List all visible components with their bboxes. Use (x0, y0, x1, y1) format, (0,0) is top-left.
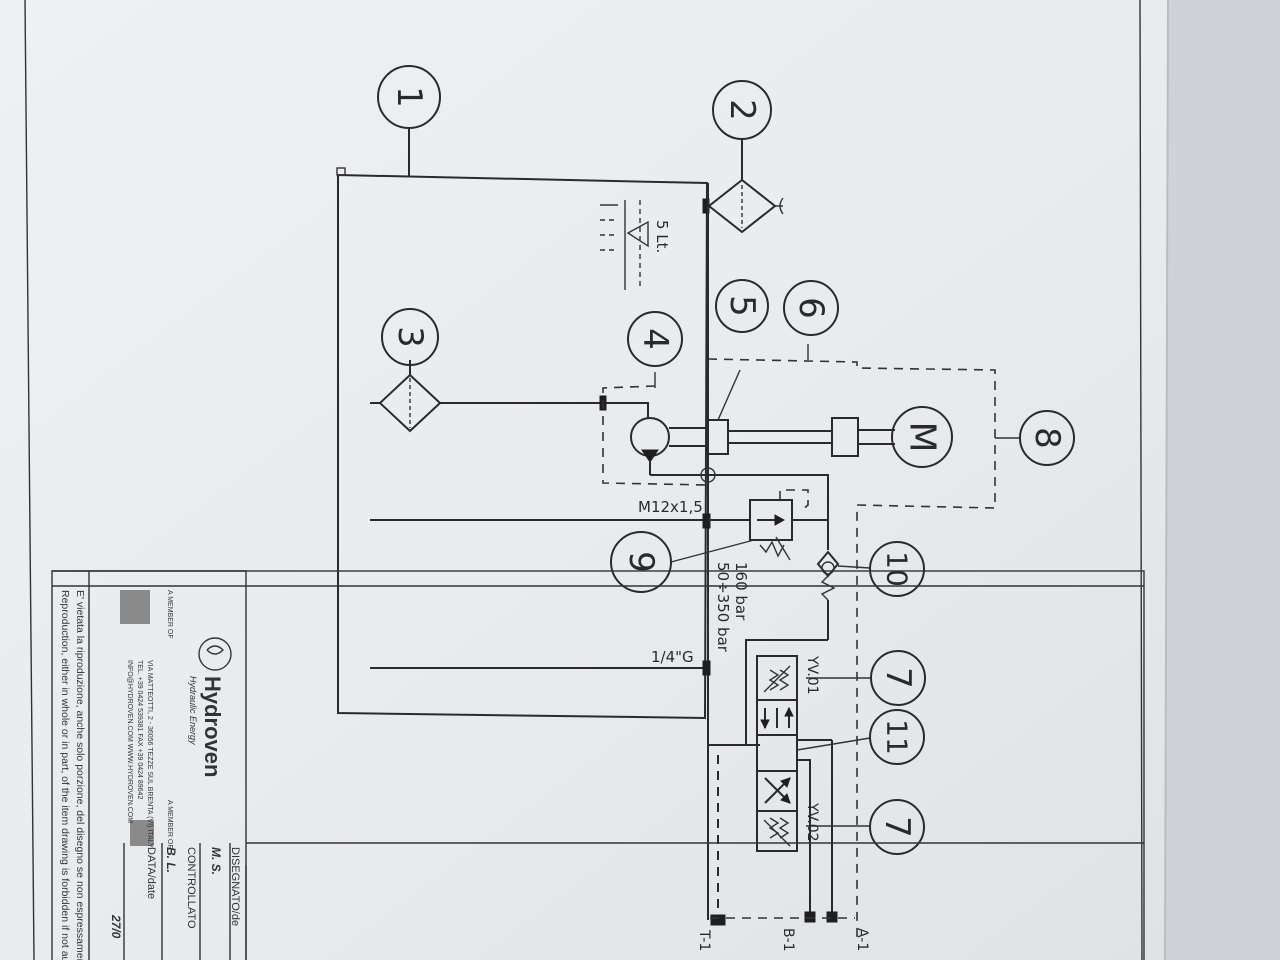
gauge-port-label: M12x1,5 (638, 498, 703, 516)
callout-9: 9 (610, 531, 672, 593)
callout-4-text: 4 (635, 328, 675, 350)
pressure-set-label: 160 bar (732, 562, 750, 621)
callout-7-top: 7 (870, 650, 926, 706)
checked-value: B. L. (164, 847, 178, 873)
callout-1: 1 (377, 65, 441, 129)
callout-6-text: 6 (791, 297, 831, 319)
callout-7-bottom: 7 (869, 799, 925, 855)
motor-symbol: M (902, 421, 943, 452)
callout-3: 3 (381, 308, 439, 366)
date-label: DATA/date (145, 847, 157, 899)
company-address: VIA MATTEOTTI, 2 - 36056 TEZZE SUL BRENT… (146, 660, 153, 848)
checked-label: CONTROLLATO (185, 847, 197, 929)
callout-2: 2 (712, 80, 772, 140)
suction-filter (370, 360, 649, 433)
callout-5-text: 5 (722, 295, 762, 317)
callout-11: 11 (869, 709, 925, 765)
member-logo-2-icon (130, 820, 154, 846)
callout-4: 4 (627, 311, 683, 367)
designed-value: M. S. (209, 847, 223, 875)
callout-10: 10 (869, 541, 925, 597)
notice-english: Reproduction, either in whole or in part… (59, 590, 71, 960)
callout-10-text: 10 (881, 551, 914, 587)
callout-6: 6 (783, 280, 839, 336)
relief-valve (670, 489, 828, 563)
solenoid-b-label: YV.02 (804, 802, 820, 842)
callout-9-text: 9 (621, 551, 661, 573)
company-phone: TEL. +39 0424 539381 FAX +39 0424 89642 (136, 660, 143, 799)
member-logo-1-icon (120, 590, 150, 624)
company-web: INFO@HYDROVEN.COM WWW.HYDROVEN.COM (126, 660, 133, 823)
member-of-label-1: A MEMBER OF (166, 590, 173, 639)
pump (602, 372, 709, 486)
brand-tagline: Hydraulic Energy (188, 676, 198, 745)
pressure-range-label: 50÷350 bar (714, 562, 732, 653)
callout-8-text: 8 (1027, 427, 1067, 449)
callout-1-text: 1 (389, 86, 429, 108)
callout-2-text: 2 (722, 99, 762, 121)
date-value: 27/0 (109, 914, 123, 939)
solenoid-a-label: YV.01 (804, 655, 820, 695)
designed-label: DISEGNATO/de (229, 847, 241, 926)
notice-italian: E' vietata la riproduzione, anche solo p… (74, 590, 86, 960)
callout-7-top-text: 7 (878, 667, 918, 689)
member-of-label-2: A MEMBER OF (166, 800, 173, 849)
brand-name: Hydroven (200, 676, 225, 777)
callout-7-bottom-text: 7 (877, 816, 917, 838)
port-a-label: A-1 (854, 928, 870, 951)
callout-3-text: 3 (390, 326, 430, 348)
callout-11-text: 11 (881, 719, 914, 755)
reservoir (336, 128, 709, 720)
port-t-label: T-1 (696, 929, 712, 951)
callout-5: 5 (715, 279, 769, 333)
port-b-label: B-1 (780, 928, 796, 952)
callout-8: 8 (1019, 410, 1075, 466)
directional-valve (708, 655, 871, 923)
motor-group-frame (707, 344, 1020, 940)
return-port-label: 1/4"G (651, 648, 694, 666)
volume-label: 5 Lt. (653, 220, 671, 253)
